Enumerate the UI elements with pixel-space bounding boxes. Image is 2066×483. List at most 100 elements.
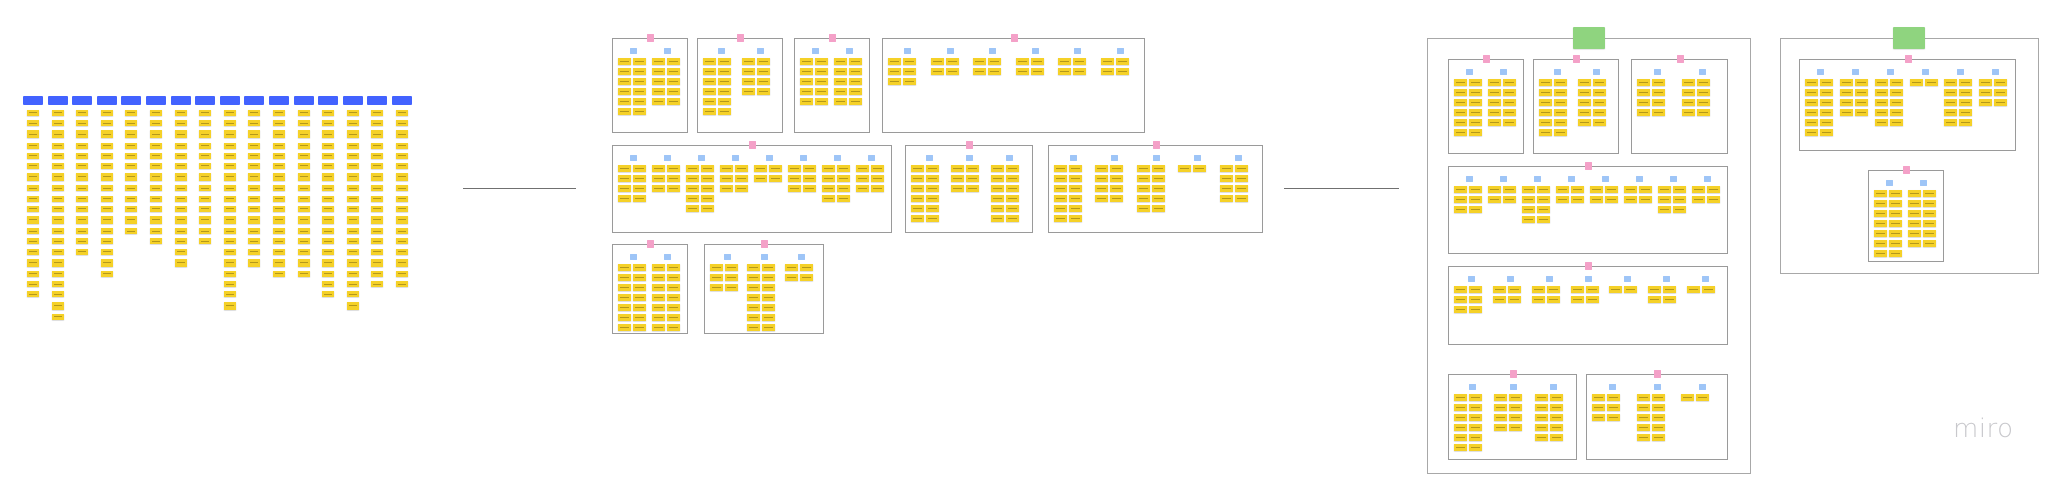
sticky-note[interactable] [76, 238, 88, 245]
cluster-frame[interactable] [1631, 59, 1728, 154]
column-header[interactable] [97, 96, 117, 105]
sticky-note[interactable] [1658, 196, 1671, 203]
sticky-note[interactable] [1681, 99, 1695, 106]
sticky-note[interactable] [667, 58, 680, 65]
sticky-note[interactable] [396, 258, 408, 267]
sticky-note[interactable] [686, 175, 699, 182]
sticky-note[interactable] [652, 284, 665, 291]
sticky-note[interactable] [224, 185, 236, 192]
group-label[interactable] [756, 48, 764, 54]
cluster-label[interactable] [1509, 370, 1517, 378]
sticky-note[interactable] [27, 228, 39, 235]
sticky-note[interactable] [718, 68, 731, 75]
sticky-note[interactable] [1607, 404, 1620, 411]
sticky-note[interactable] [175, 130, 187, 139]
sticky-note[interactable] [1469, 119, 1482, 126]
group-label[interactable] [732, 155, 739, 161]
sticky-note[interactable] [1696, 79, 1710, 86]
group-label[interactable] [868, 155, 875, 161]
sticky-note[interactable] [799, 274, 813, 281]
sticky-note[interactable] [298, 173, 310, 182]
sticky-note[interactable] [652, 264, 665, 271]
sticky-note[interactable] [703, 58, 716, 65]
sticky-note[interactable] [52, 216, 64, 224]
sticky-note[interactable] [652, 185, 665, 192]
sticky-note[interactable] [667, 274, 680, 281]
sticky-note[interactable] [371, 185, 383, 192]
sticky-note[interactable] [1592, 394, 1605, 401]
sticky-note[interactable] [322, 163, 334, 169]
sticky-note[interactable] [742, 68, 755, 75]
sticky-note[interactable] [1006, 175, 1019, 182]
sticky-note[interactable] [1874, 89, 1888, 96]
sticky-note[interactable] [618, 88, 631, 95]
group-label[interactable] [1469, 384, 1477, 390]
sticky-note[interactable] [1593, 89, 1606, 96]
sticky-note[interactable] [101, 238, 113, 245]
sticky-note[interactable] [1593, 99, 1606, 106]
sticky-note[interactable] [1454, 394, 1467, 401]
sticky-note[interactable] [703, 78, 716, 85]
group-label[interactable] [798, 254, 806, 260]
sticky-note[interactable] [273, 130, 285, 139]
sticky-note[interactable] [1979, 99, 1993, 106]
sticky-note[interactable] [757, 78, 770, 85]
group-label[interactable] [800, 155, 807, 161]
sticky-note[interactable] [1488, 99, 1501, 106]
sticky-note[interactable] [911, 195, 924, 202]
sticky-note[interactable] [1469, 89, 1482, 96]
sticky-note[interactable] [248, 195, 260, 202]
sticky-note[interactable] [1554, 89, 1567, 96]
sticky-note[interactable] [1488, 196, 1501, 203]
sticky-note[interactable] [1454, 296, 1467, 303]
sticky-note[interactable] [1889, 210, 1902, 217]
sticky-note[interactable] [710, 274, 723, 281]
sticky-note[interactable] [1454, 186, 1467, 193]
sticky-note[interactable] [371, 152, 383, 159]
sticky-note[interactable] [371, 173, 383, 182]
sticky-note[interactable] [652, 324, 665, 331]
sticky-note[interactable] [224, 205, 236, 212]
sticky-note[interactable] [1908, 230, 1921, 237]
sticky-note[interactable] [27, 205, 39, 212]
group-label[interactable] [1592, 69, 1600, 75]
sticky-note[interactable] [27, 120, 39, 127]
sticky-note[interactable] [27, 195, 39, 202]
cluster-frame[interactable] [1533, 59, 1619, 154]
group-label[interactable] [1549, 384, 1557, 390]
sticky-note[interactable] [799, 264, 813, 271]
sticky-note[interactable] [1651, 404, 1665, 411]
sticky-note[interactable] [757, 58, 770, 65]
sticky-note[interactable] [718, 108, 731, 115]
sticky-note[interactable] [396, 173, 408, 182]
sticky-note[interactable] [1889, 200, 1902, 207]
sticky-note[interactable] [1585, 286, 1599, 293]
sticky-note[interactable] [322, 291, 334, 298]
sticky-note[interactable] [1652, 89, 1665, 96]
sticky-note[interactable] [1469, 109, 1482, 116]
sticky-note[interactable] [667, 175, 680, 182]
sticky-note[interactable] [652, 274, 665, 281]
sticky-note[interactable] [888, 68, 901, 75]
sticky-note[interactable] [101, 163, 113, 169]
sticky-note[interactable] [1110, 175, 1124, 182]
sticky-note[interactable] [762, 274, 776, 281]
sticky-note[interactable] [834, 58, 847, 65]
sticky-note[interactable] [871, 165, 884, 172]
sticky-note[interactable] [52, 130, 64, 139]
sticky-note[interactable] [1454, 206, 1467, 213]
sticky-note[interactable] [175, 205, 187, 212]
sticky-note[interactable] [1592, 404, 1605, 411]
sticky-note[interactable] [322, 281, 334, 288]
sticky-note[interactable] [1537, 206, 1550, 213]
sticky-note[interactable] [1805, 119, 1818, 126]
sticky-note[interactable] [273, 173, 285, 182]
sticky-note[interactable] [1234, 165, 1248, 172]
sticky-note[interactable] [1030, 58, 1044, 65]
sticky-note[interactable] [742, 58, 755, 65]
sticky-note[interactable] [1095, 185, 1109, 192]
sticky-note[interactable] [1805, 99, 1818, 106]
sticky-note[interactable] [1681, 394, 1695, 401]
sticky-note[interactable] [52, 173, 64, 182]
